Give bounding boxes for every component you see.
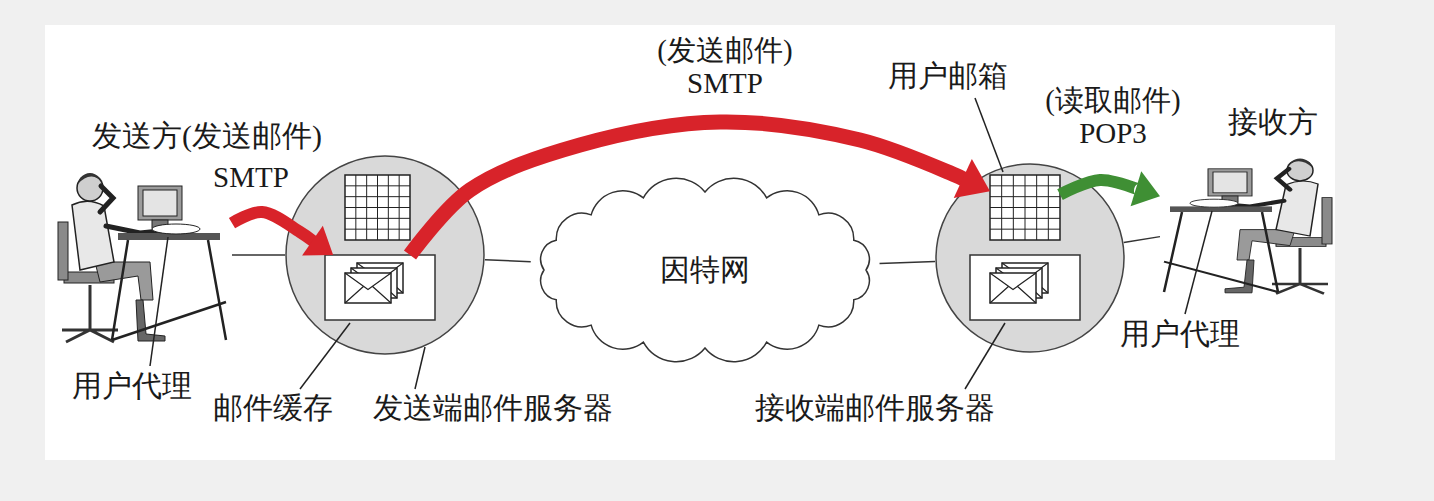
connector [880, 262, 936, 264]
internet-cloud: 因特网 [530, 180, 880, 360]
node-label: 发送方(发送邮件) [92, 118, 322, 154]
node-label: 发送端邮件服务器 [373, 390, 613, 426]
connector [232, 212, 333, 256]
connector [1124, 237, 1160, 243]
node-shape [935, 163, 1125, 353]
connector-line [232, 212, 313, 241]
callout-label: 用户代理 [72, 368, 192, 404]
sender-user: 发送方(发送邮件) [60, 165, 232, 345]
arrow-head [954, 159, 990, 198]
panel [45, 25, 1335, 460]
connector [1060, 171, 1160, 206]
node-shape [325, 255, 435, 320]
leader-line [300, 323, 350, 389]
node-label: 接收方 [1228, 104, 1318, 140]
connector [232, 255, 285, 256]
connector [410, 122, 990, 255]
user-mailbox: 用户邮箱 [990, 175, 1060, 240]
node-label: 因特网 [660, 252, 750, 288]
node-label: 用户邮箱 [888, 58, 1008, 94]
connector-line [1124, 237, 1160, 243]
leader-line [1185, 211, 1212, 314]
leader-line [150, 237, 168, 366]
leader-line [415, 347, 425, 389]
arrow-head [1131, 171, 1160, 206]
connector [485, 260, 531, 262]
user-figure [1164, 158, 1332, 293]
mail-server: 接收端邮件服务器用户邮箱 [935, 163, 1125, 353]
mail-cache: 邮件缓存 [325, 255, 435, 320]
connector-line [485, 260, 531, 262]
mail-server: 发送端邮件服务器邮件缓存 [285, 155, 485, 355]
leader-line [975, 98, 1003, 172]
callout-label: 用户代理 [1120, 316, 1240, 352]
connector-line [232, 254, 285, 256]
connector-line [410, 122, 964, 255]
protocol-label: SMTP [213, 161, 289, 194]
node-shape [990, 175, 1060, 240]
protocol-label: (读取邮件) POP3 [1028, 84, 1198, 151]
connector-line [880, 262, 936, 264]
connector-line [1060, 180, 1140, 195]
protocol-label: (发送邮件) SMTP [645, 34, 805, 101]
node-label: 邮件缓存 [213, 390, 333, 426]
user-figure [58, 173, 226, 342]
node-label: 接收端邮件服务器 [755, 390, 995, 426]
receiver-user: 接收方 [1160, 150, 1332, 295]
node-shape [285, 155, 485, 355]
arrow-head [302, 226, 333, 256]
leader-line [965, 323, 1005, 389]
